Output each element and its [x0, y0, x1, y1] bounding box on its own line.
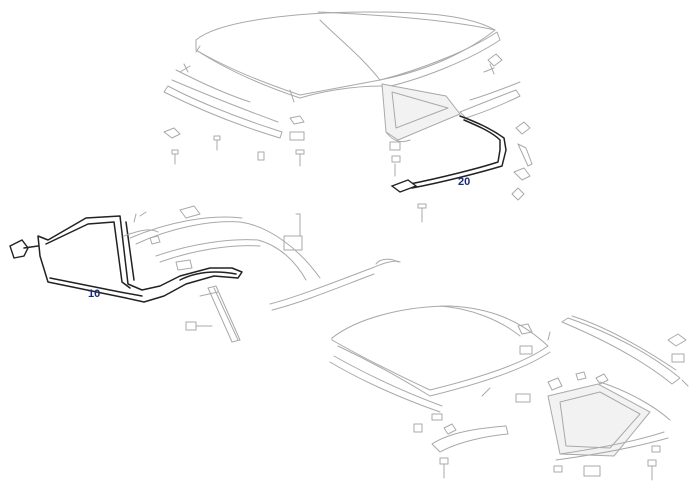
lower-rear-window-frame [547, 383, 651, 457]
callout-20-label[interactable]: 20 [458, 176, 471, 188]
a-pillar-strip [207, 285, 241, 343]
lower-strap [431, 425, 509, 453]
roof-panel-top [195, 11, 496, 96]
roof-side-seal-rear-part[interactable] [409, 119, 501, 185]
lower-roof-panel [331, 305, 549, 391]
side-rail-right [459, 89, 521, 119]
lower-roof-assembly [329, 305, 689, 481]
side-rail-left [163, 85, 283, 139]
callout-10-label[interactable]: 10 [88, 288, 101, 300]
top-roof-assembly [163, 11, 533, 223]
seal-end-bracket[interactable] [390, 179, 418, 193]
door-frame-assembly [9, 205, 401, 343]
frame-end-clip[interactable] [9, 239, 29, 259]
door-window-frame-seal-part[interactable] [37, 215, 243, 303]
lower-side-rail [561, 317, 681, 385]
